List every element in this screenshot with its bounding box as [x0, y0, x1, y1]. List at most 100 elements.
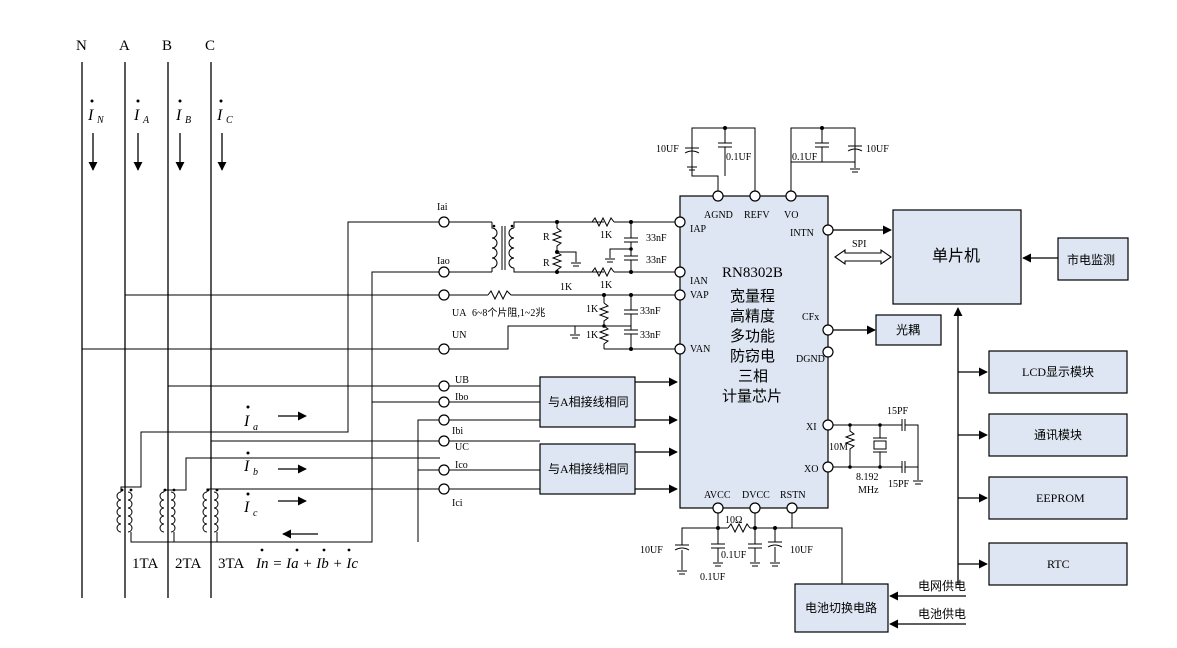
spi-bus	[834, 248, 892, 266]
chip-desc-2: 高精度	[730, 308, 775, 325]
pin-xi: XI	[806, 422, 817, 433]
input-transformer	[449, 221, 604, 273]
voltage-filter	[449, 289, 680, 351]
burden-resistors	[551, 220, 581, 274]
battery-switch-label: 电池切换电路	[805, 600, 877, 615]
label-cap-01uf-d: 0.1UF	[700, 572, 726, 583]
eeprom-box	[988, 476, 1128, 520]
label-cap-01uf-b: 0.1UF	[792, 152, 818, 163]
label-a: A	[119, 38, 130, 54]
rtc-label: RTC	[1047, 557, 1070, 571]
label-un: UN	[452, 330, 466, 341]
battery-switch-box	[794, 583, 889, 633]
label-cap-10uf-c: 10UF	[640, 545, 663, 556]
label-cap-10uf-b: 10UF	[866, 144, 889, 155]
pin-dvcc: DVCC	[742, 490, 770, 501]
mcu-bus	[953, 307, 988, 585]
chip-desc-6: 计量芯片	[722, 388, 782, 405]
top-decoupling	[684, 126, 863, 191]
label-ic-sec: I	[243, 499, 250, 516]
comm-module-label: 通讯模块	[1034, 428, 1082, 442]
bottom-supply	[674, 513, 843, 584]
label-ib-sec: I	[243, 458, 250, 475]
mains-monitor-box	[1057, 237, 1129, 281]
label-ua: UA	[452, 308, 467, 319]
pin-vap: VAP	[690, 290, 709, 301]
current-transformers	[116, 488, 219, 533]
label-33nf-b: 33nF	[646, 255, 667, 266]
svg-text:C: C	[226, 115, 233, 126]
label-1k-e: 1K	[586, 330, 599, 341]
voltage-inputs	[82, 294, 440, 442]
chip-part-number: RN8302B	[722, 265, 783, 281]
label-spi: SPI	[852, 239, 866, 250]
chip-desc-5: 三相	[738, 368, 768, 385]
label-1ta: 1TA	[132, 556, 158, 572]
sum-equation-text: In = Ia + Ib + Ic	[255, 556, 358, 572]
label-2ta: 2TA	[175, 556, 201, 572]
label-c: C	[205, 38, 215, 54]
svg-text:N: N	[96, 115, 105, 126]
phase-b-module-label: 与A相接线相同	[548, 394, 629, 409]
rtc-box	[988, 542, 1128, 586]
label-15pf-b: 15PF	[888, 479, 910, 490]
ct-secondary-wiring	[120, 221, 492, 543]
label-crystal-freq: 8.192	[856, 472, 879, 483]
pin-vo: VO	[784, 210, 798, 221]
label-n: N	[76, 38, 87, 54]
chip-desc-3: 多功能	[730, 328, 775, 345]
pin-van: VAN	[690, 344, 710, 355]
label-ib: I	[175, 107, 182, 124]
label-33nf-a: 33nF	[646, 233, 667, 244]
label-crystal-unit: MHz	[858, 485, 879, 496]
pin-refv: REFV	[744, 210, 770, 221]
label-33nf-d: 33nF	[640, 330, 661, 341]
svg-text:A: A	[142, 115, 150, 126]
label-10ohm: 10Ω	[725, 515, 742, 526]
label-ia-sec: I	[243, 413, 250, 430]
label-33nf-c: 33nF	[640, 306, 661, 317]
label-cap-10uf-a: 10UF	[656, 144, 679, 155]
chip-pins	[674, 190, 834, 514]
sum-equation: In = Ia + Ib + Ic	[255, 548, 358, 572]
label-1k-a: 1K	[600, 230, 613, 241]
pin-agnd: AGND	[704, 210, 733, 221]
chip-desc-4: 防窃电	[730, 348, 775, 365]
label-cap-01uf-c: 0.1UF	[721, 550, 747, 561]
phase-lines	[81, 62, 212, 598]
phase-current-labels: I N I A I B I C	[87, 99, 233, 171]
label-cap-10uf-d: 10UF	[790, 545, 813, 556]
label-15pf-a: 15PF	[887, 406, 909, 417]
label-10m: 10M	[829, 442, 848, 453]
label-1k-b: 1K	[600, 280, 613, 291]
label-ici: Ici	[452, 498, 463, 509]
label-r2: R	[543, 258, 550, 269]
svg-text:a: a	[253, 422, 258, 433]
optocoupler-box	[875, 314, 942, 346]
pin-dgnd: DGND	[796, 354, 825, 365]
current-filter	[591, 216, 680, 278]
svg-text:B: B	[185, 115, 191, 126]
label-1k-d: 1K	[586, 304, 599, 315]
label-ic: I	[216, 107, 223, 124]
phase-c-module	[539, 443, 636, 495]
label-3ta: 3TA	[218, 556, 244, 572]
label-iai: Iai	[437, 202, 448, 213]
eeprom-label: EEPROM	[1036, 491, 1085, 505]
crystal-circuit	[833, 419, 923, 485]
optocoupler-label: 光耦	[896, 323, 920, 337]
label-ico: Ico	[455, 460, 468, 471]
pin-avcc: AVCC	[704, 490, 731, 501]
label-1k-c: 1K	[560, 282, 573, 293]
label-uc: UC	[455, 442, 469, 453]
label-grid-power: 电网供电	[918, 579, 966, 593]
mcu-label: 单片机	[932, 247, 980, 265]
pin-ian: IAN	[690, 276, 708, 287]
mcu-box	[892, 209, 1022, 305]
lcd-module-label: LCD显示模块	[1022, 365, 1094, 379]
pin-xo: XO	[804, 464, 818, 475]
chip-desc-1: 宽量程	[730, 288, 775, 305]
mains-monitor-label: 市电监测	[1067, 252, 1115, 267]
